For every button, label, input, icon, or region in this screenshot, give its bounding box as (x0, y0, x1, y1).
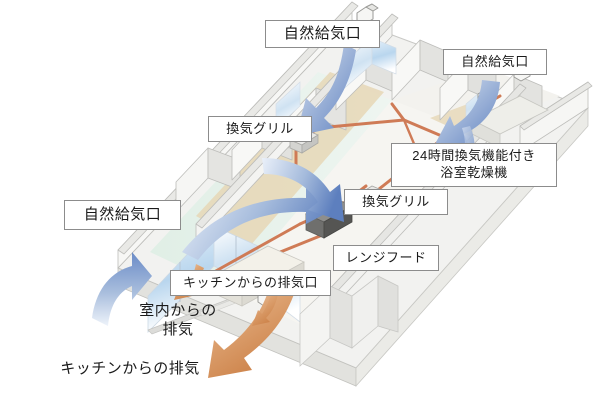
label-kitchen-exhaust-port: キッチンからの排気口 (170, 270, 331, 296)
structural-columns (299, 275, 399, 367)
airflow-arrow-ldk-sweep (182, 186, 340, 260)
airflow-arrow-kitchen-exhaust (208, 286, 296, 378)
airflow-arrow-bath (434, 80, 500, 146)
label-vent-grill-lower: 換気グリル (344, 189, 448, 215)
label-natural-intake-top: 自然給気口 (265, 20, 380, 48)
bathroom-unit (471, 95, 549, 149)
airflow-arrow-corridor (262, 158, 344, 222)
label-natural-intake-right: 自然給気口 (443, 49, 547, 75)
airflow-arrow-lower-exhaust (252, 292, 278, 326)
airflow-arrow-intake-left (92, 252, 152, 326)
label-vent-grill-upper: 換気グリル (208, 116, 312, 142)
label-indoor-exhaust: 室内からの 排気 (139, 301, 217, 339)
label-bath-dryer: 24時間換気機能付き 浴室乾燥機 (391, 143, 557, 187)
label-kitchen-exhaust: キッチンからの排気 (60, 360, 200, 378)
airflow-arrow-intake-top (296, 44, 356, 136)
label-range-hood: レンジフード (333, 245, 439, 271)
label-natural-intake-left: 自然給気口 (64, 200, 181, 230)
